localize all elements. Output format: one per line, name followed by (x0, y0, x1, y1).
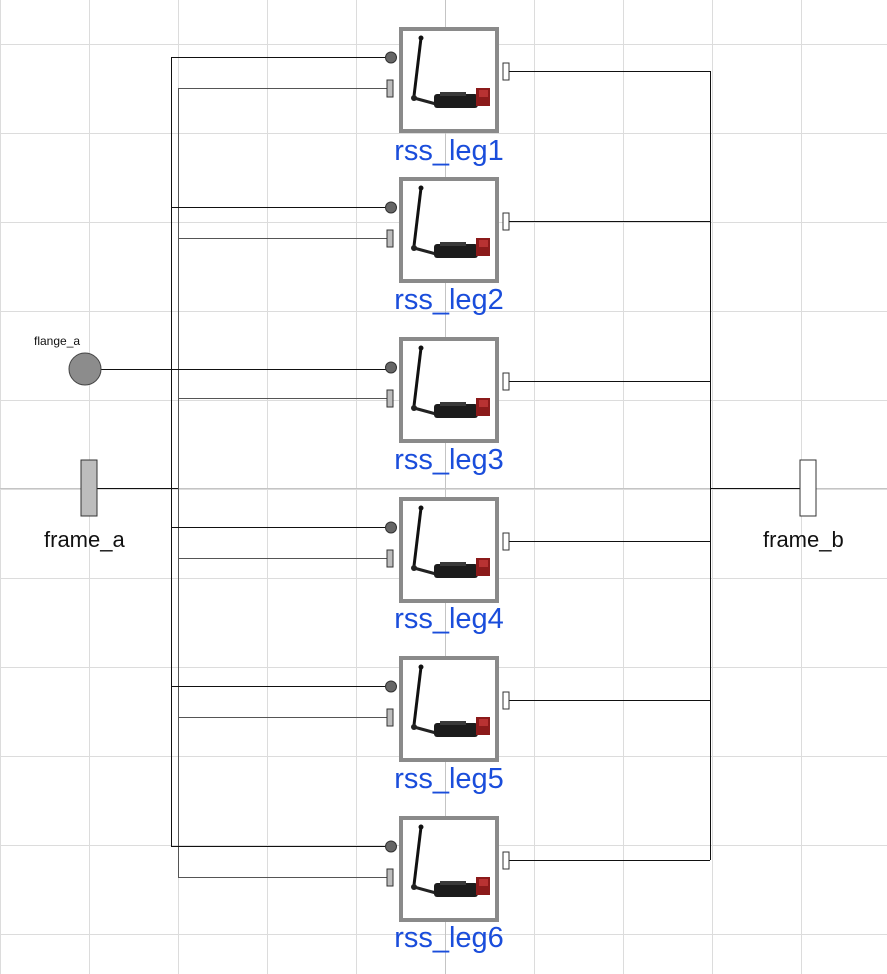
cylinder-icon (440, 562, 466, 566)
cylinder-cap-icon (479, 90, 488, 97)
rod-icon (412, 347, 423, 407)
joint-icon (418, 505, 424, 511)
frame-a-port[interactable] (386, 708, 394, 727)
frame-a-port[interactable] (386, 79, 394, 98)
cylinder-icon (434, 244, 478, 258)
cylinder-icon (440, 92, 466, 96)
frame-b-port[interactable] (502, 851, 510, 870)
flange-port[interactable] (385, 361, 397, 374)
cylinder-cap-icon (479, 879, 488, 886)
flange-port[interactable] (385, 680, 397, 693)
rod-icon (412, 507, 423, 567)
cylinder-cap-icon (479, 400, 488, 407)
link-icon (413, 246, 437, 256)
link-icon (413, 885, 437, 895)
leg-label: rss_leg6 (394, 922, 504, 954)
cylinder-cap-icon (479, 719, 488, 726)
link-icon (413, 96, 437, 106)
leg-label: rss_leg3 (394, 444, 504, 476)
cylinder-icon (434, 404, 478, 418)
frame-b-label: frame_b (763, 527, 844, 552)
link-icon (413, 566, 437, 576)
cylinder-icon (440, 881, 466, 885)
frame-a-port[interactable] (386, 549, 394, 568)
joint-icon (418, 824, 424, 830)
link-icon (413, 406, 437, 416)
joint-icon (418, 664, 424, 670)
cylinder-icon (440, 242, 466, 246)
frame-b-port[interactable] (502, 372, 510, 391)
frame-a-port[interactable] (386, 868, 394, 887)
cylinder-icon (434, 723, 478, 737)
flange-a-label: flange_a (34, 334, 81, 348)
frame-b-port[interactable] (502, 62, 510, 81)
leg-label: rss_leg4 (394, 603, 504, 635)
frame-a-port[interactable] (80, 459, 98, 517)
rod-icon (412, 826, 423, 886)
frame-b-port[interactable] (799, 459, 817, 517)
joint-icon (418, 35, 424, 41)
frame-a-port[interactable] (386, 389, 394, 408)
leg-label: rss_leg5 (394, 763, 504, 795)
joint-icon (418, 185, 424, 191)
leg-block[interactable] (385, 656, 510, 762)
flange-port[interactable] (385, 521, 397, 534)
leg-block[interactable] (385, 816, 510, 922)
flange-port[interactable] (385, 201, 397, 214)
leg-block[interactable] (385, 337, 510, 443)
cylinder-icon (434, 94, 478, 108)
flange-port[interactable] (385, 840, 397, 853)
joint-icon (418, 345, 424, 351)
rod-icon (412, 37, 423, 97)
cylinder-icon (440, 402, 466, 406)
frame-b-port[interactable] (502, 691, 510, 710)
flange-port[interactable] (385, 51, 397, 64)
leg-label: rss_leg1 (394, 135, 504, 167)
leg-block[interactable] (385, 497, 510, 603)
cylinder-icon (434, 883, 478, 897)
cylinder-cap-icon (479, 240, 488, 247)
frame-a-port[interactable] (386, 229, 394, 248)
leg-label: rss_leg2 (394, 284, 504, 316)
leg-block[interactable] (385, 27, 510, 133)
leg-blocks (385, 27, 510, 922)
frame-a-label: frame_a (44, 527, 125, 552)
link-icon (413, 725, 437, 735)
rod-icon (412, 187, 423, 247)
frame-b-port[interactable] (502, 532, 510, 551)
connection-wires (97, 57, 800, 878)
leg-block[interactable] (385, 177, 510, 283)
cylinder-icon (440, 721, 466, 725)
leg-block-frame[interactable] (399, 816, 499, 922)
flange-a-port[interactable] (68, 352, 102, 386)
rod-icon (412, 666, 423, 726)
cylinder-cap-icon (479, 560, 488, 567)
cylinder-icon (434, 564, 478, 578)
frame-b-port[interactable] (502, 212, 510, 231)
